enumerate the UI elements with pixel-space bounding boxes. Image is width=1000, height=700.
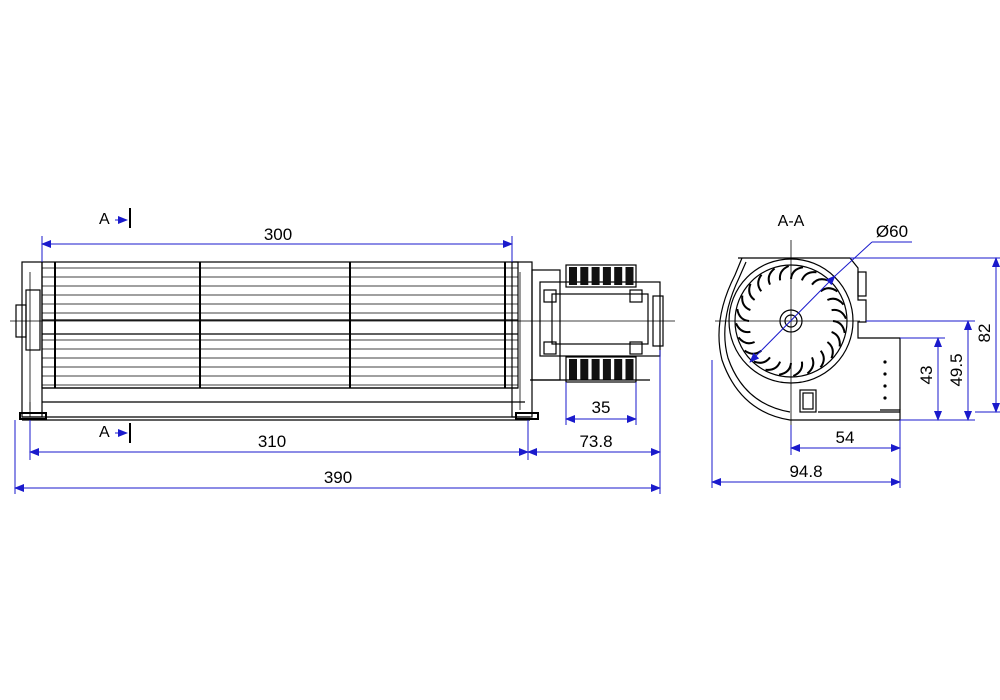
impeller-blade [748, 283, 756, 301]
dim-text-54: 54 [836, 428, 855, 447]
impeller-blade [767, 267, 776, 286]
dim-text-300: 300 [264, 225, 292, 244]
impeller-blade [811, 278, 829, 286]
impeller-blade [790, 266, 804, 280]
dim-text-94-8: 94.8 [789, 462, 822, 481]
coil-winding [625, 359, 634, 380]
impeller-blade [737, 336, 756, 345]
coil-winding [602, 267, 611, 285]
impeller-blade [832, 320, 846, 334]
terminal-dots [883, 360, 887, 400]
dim-base-width: 54 [790, 420, 901, 488]
motor [530, 264, 664, 383]
coil-winding [591, 359, 600, 380]
cut-label-bottom: A [99, 424, 110, 441]
coil-winding [569, 359, 577, 380]
dim-outlet-width: 94.8 [711, 360, 901, 488]
impeller-blade [778, 265, 790, 281]
dim-text-390: 390 [324, 468, 352, 487]
dim-total-length: 390 [14, 420, 661, 494]
right-end-bracket [511, 261, 539, 420]
dim-rotor-length: 300 [41, 225, 513, 262]
side-view: A A 300 310 73.8 [10, 208, 675, 494]
cut-label-top: A [99, 211, 110, 228]
section-title: A-A [778, 213, 805, 230]
impeller-blade [792, 361, 804, 377]
dim-motor-offset: 73.8 [527, 350, 661, 494]
dim-text-73-8: 73.8 [579, 432, 612, 451]
impeller-blade [765, 361, 782, 371]
impeller-blade [735, 322, 751, 334]
coil-winding [614, 267, 623, 285]
impeller-blade [736, 308, 750, 322]
impeller-blade [741, 295, 751, 312]
section-cut-top: A [99, 208, 131, 228]
dim-text-49-5: 49.5 [947, 353, 966, 386]
impeller-blade [820, 287, 838, 293]
section-view: A-A [711, 213, 1000, 488]
impeller-rotor [41, 261, 519, 389]
coil-winding [625, 267, 634, 285]
impeller-blade [806, 356, 815, 375]
scroll-housing [718, 257, 901, 421]
dim-text-310: 310 [258, 432, 286, 451]
impeller-blade [757, 274, 763, 292]
dim-text-43: 43 [917, 366, 936, 385]
impeller-blade [753, 356, 771, 364]
dim-height-49-5: 49.5 [866, 320, 975, 421]
dim-text-82: 82 [975, 324, 994, 343]
impeller-blade [826, 297, 845, 306]
coil-winding [614, 359, 623, 380]
coil-winding [569, 267, 577, 285]
impeller-blade [826, 341, 834, 359]
dim-impeller-diameter: Ø60 [749, 222, 912, 363]
housing-base [22, 387, 530, 421]
dim-text-dia60: Ø60 [876, 222, 908, 241]
section-cut-bottom: A [99, 423, 131, 443]
coil-winding [580, 359, 589, 380]
impeller-blade [831, 330, 841, 347]
impeller-blade [831, 308, 847, 320]
coil-winding [602, 359, 611, 380]
coil-winding [591, 267, 600, 285]
impeller-blade [819, 350, 825, 368]
dim-height-43: 43 [900, 337, 945, 421]
dim-magnet-width: 35 [565, 382, 637, 425]
impeller-blade [800, 271, 817, 281]
dim-text-35: 35 [592, 398, 611, 417]
impeller-blade [778, 362, 792, 376]
dim-total-height: 82 [850, 257, 1000, 413]
coil-winding [580, 267, 589, 285]
